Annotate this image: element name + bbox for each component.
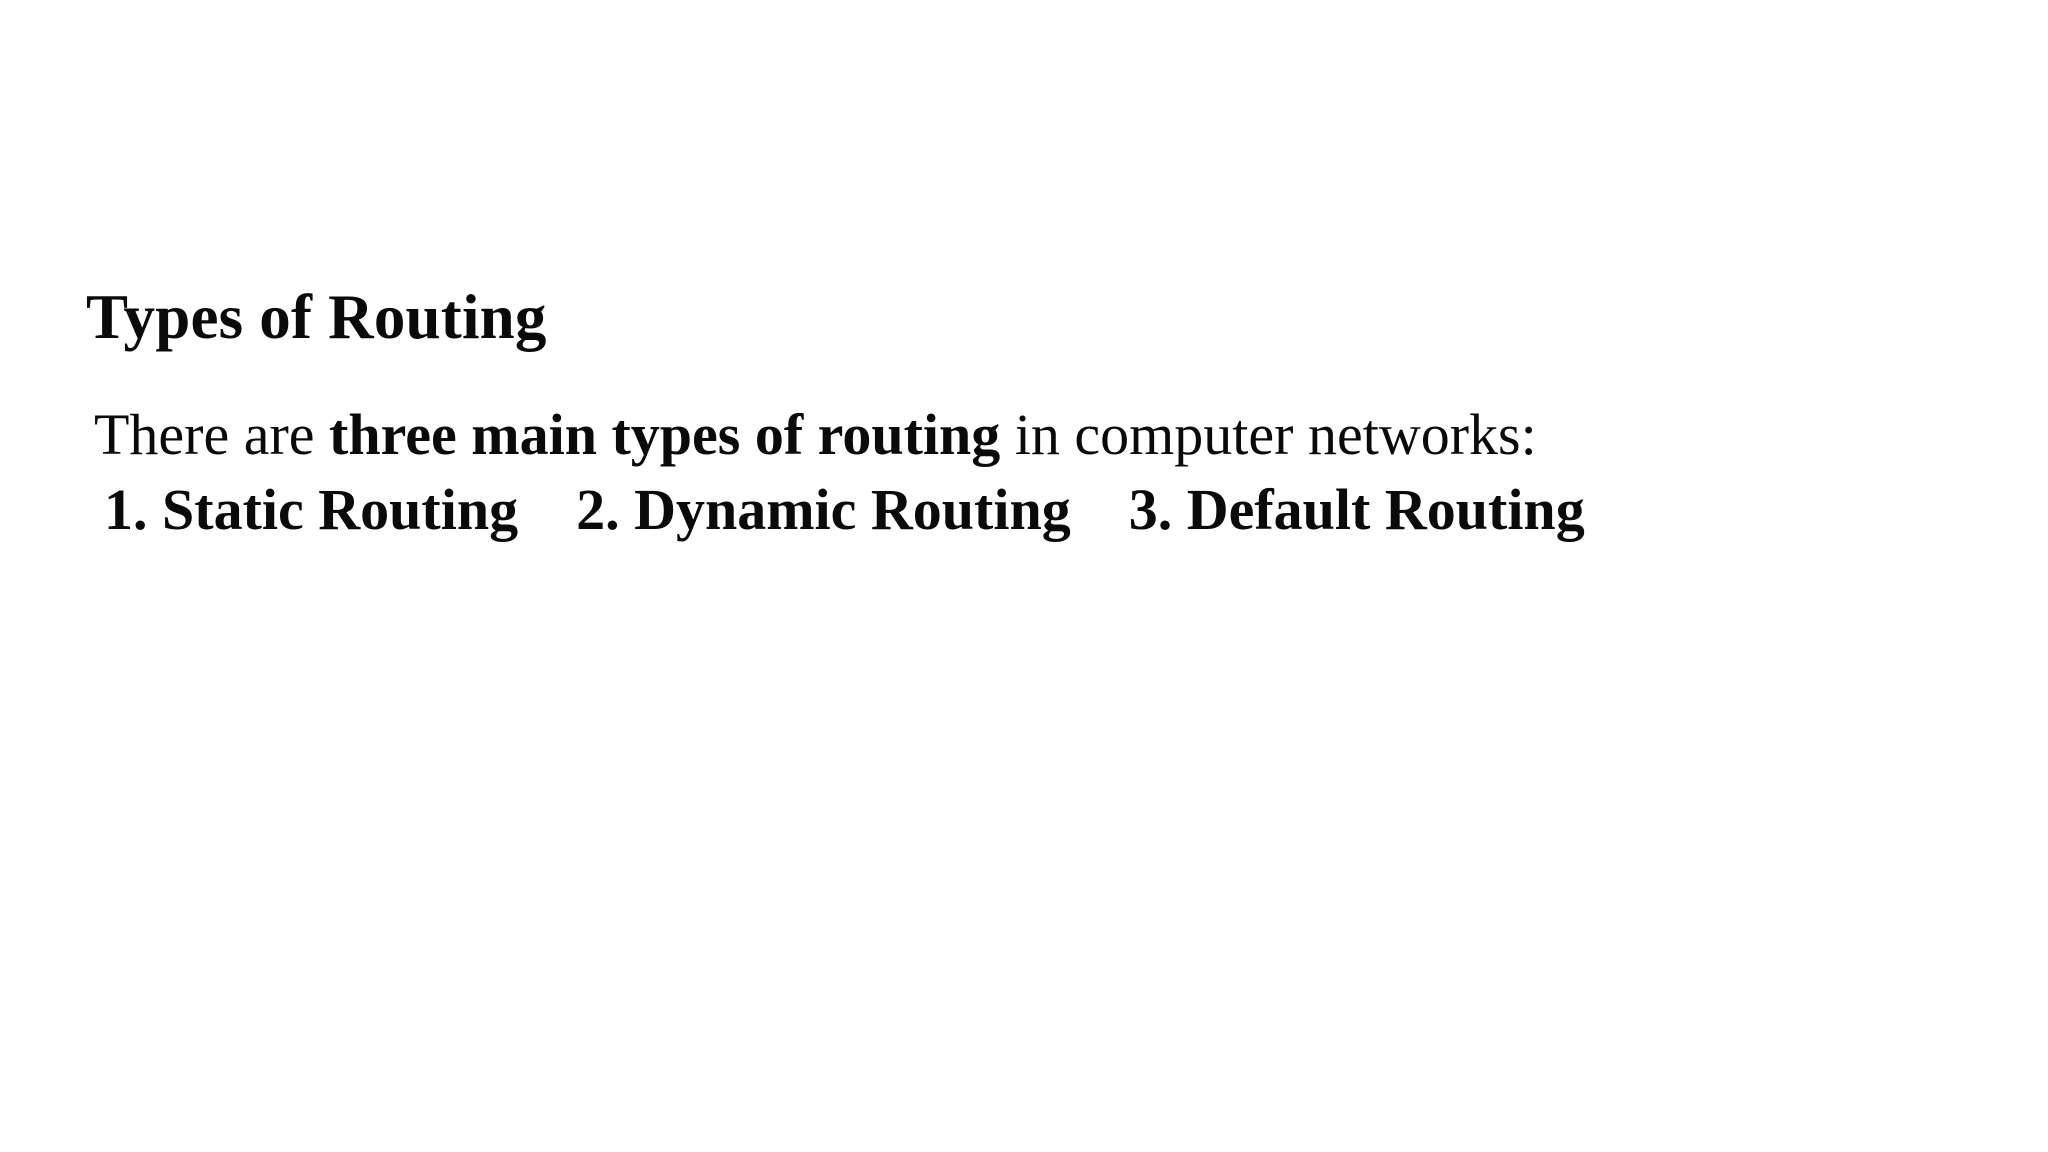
routing-type-item-dynamic: 2. Dynamic Routing <box>576 477 1071 542</box>
intro-text-bold: three main types of routing <box>329 402 1001 467</box>
routing-type-item-default: 3. Default Routing <box>1128 477 1585 542</box>
page-title: Types of Routing <box>86 282 547 352</box>
intro-text-after: in computer networks: <box>1000 402 1537 467</box>
routing-type-item-static: 1. Static Routing <box>104 477 519 542</box>
intro-text-before: There are <box>94 402 330 467</box>
intro-paragraph: There are three main types of routing in… <box>94 406 1537 464</box>
